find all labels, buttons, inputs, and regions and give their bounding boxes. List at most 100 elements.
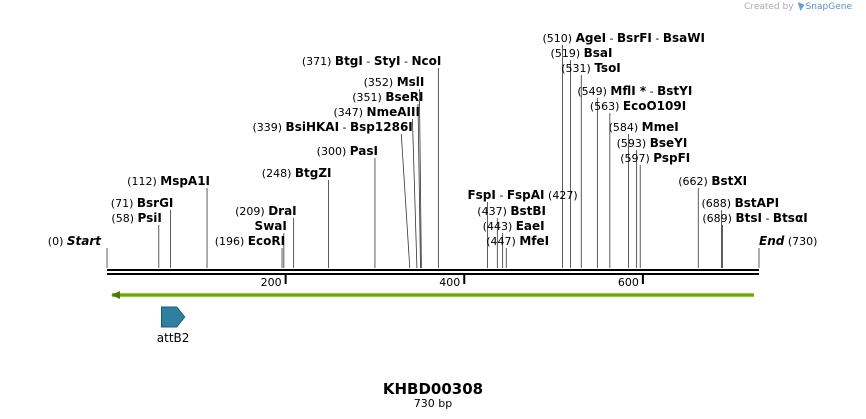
enzyme-name: FspI [467, 188, 495, 202]
credit-brand: SnapGene [805, 2, 852, 12]
cut-position: - [646, 85, 657, 98]
site-label: (347) NmeAIII [333, 105, 419, 119]
cut-position: (447) [486, 235, 519, 248]
cut-position: (531) [561, 62, 594, 75]
site-leader-line [400, 133, 411, 269]
enzyme-name: NmeAIII [367, 105, 420, 119]
enzyme-name: StyI [374, 54, 401, 68]
cut-position: (0) [48, 235, 67, 248]
enzyme-name: BsaI [584, 46, 613, 60]
site-label: (437) BstBI [477, 204, 546, 218]
enzyme-name: BseRI [385, 90, 423, 104]
enzyme-name: DraI [268, 204, 296, 218]
cut-position: (597) [620, 152, 653, 165]
cut-position: (662) [678, 175, 711, 188]
enzyme-name: MflI * [610, 84, 646, 98]
feature-label: attB2 [157, 331, 190, 345]
site-label: (584) MmeI [609, 120, 679, 134]
snapgene-credit: Created by SnapGene [744, 2, 852, 12]
enzyme-name: MspA1I [160, 174, 210, 188]
cut-position: (351) [352, 91, 385, 104]
cut-position: (58) [111, 212, 137, 225]
enzyme-name: BsaWI [663, 31, 705, 45]
site-label: (593) BseYI [617, 136, 688, 150]
site-leader-line [418, 88, 422, 269]
cut-position: (563) [590, 100, 623, 113]
site-labels: (0) Start (58) PsiI(71) BsrGI (112) MspA1I… [48, 31, 818, 248]
site-label: (688) BstAPI [701, 196, 779, 210]
cut-position: (112) [127, 175, 160, 188]
cut-position: (300) [317, 145, 350, 158]
cut-position: - [401, 55, 412, 68]
feature-track-arrowhead [111, 291, 120, 299]
cut-position: (443) [483, 220, 516, 233]
enzyme-name: Bsp1286I [350, 120, 413, 134]
cut-position: (730) [784, 235, 817, 248]
ruler: 200 400 600 [261, 275, 644, 289]
enzyme-name: PspFI [653, 151, 690, 165]
features-track: attB2 [111, 291, 754, 345]
ruler-tick-label: 200 [261, 276, 282, 289]
enzyme-name: NcoI [411, 54, 441, 68]
cut-position: - [363, 55, 374, 68]
enzyme-name: MfeI [519, 234, 549, 248]
site-label: (351) BseRI [352, 90, 423, 104]
plasmid-name: KHBD00308 [382, 380, 484, 398]
site-label: (0) Start [48, 234, 102, 248]
site-leader-line [412, 118, 418, 269]
site-label: (549) MflI * - BstYI [577, 84, 692, 98]
site-label: (352) MslI [364, 75, 425, 89]
enzyme-name: Start [67, 234, 102, 248]
enzyme-name: EaeI [516, 219, 545, 233]
enzyme-name: MmeI [642, 120, 679, 134]
site-label: (71) BsrGI [111, 196, 174, 210]
cut-position: (196) [215, 235, 248, 248]
cut-position: (352) [364, 76, 397, 89]
credit-prefix: Created by [744, 2, 794, 12]
ruler-tick-label: 600 [618, 276, 639, 289]
cut-position: (510) [543, 32, 576, 45]
enzyme-name: BstYI [657, 84, 692, 98]
cut-position: - [606, 32, 617, 45]
enzyme-name: EcoRI [248, 234, 285, 248]
enzyme-name: BtgZI [295, 166, 332, 180]
cut-position: (427) [545, 189, 578, 202]
site-label: (597) PspFI [620, 151, 690, 165]
site-label: (58) PsiI [111, 211, 161, 225]
enzyme-name: End [759, 234, 785, 248]
enzyme-name: AgeI [576, 31, 606, 45]
cut-position: - [496, 189, 507, 202]
enzyme-name: BstXI [711, 174, 747, 188]
site-label: FspI - FspAI (427) [467, 188, 577, 202]
site-label: (339) BsiHKAI - Bsp1286I [252, 120, 412, 134]
enzyme-name: BtsI [735, 211, 762, 225]
site-label: (371) BtgI - StyI - NcoI [302, 54, 441, 68]
cut-position: (347) [333, 106, 366, 119]
enzyme-name: BsrFI [617, 31, 652, 45]
site-label: (662) BstXI [678, 174, 747, 188]
site-label: (510) AgeI - BsrFI - BsaWI [543, 31, 705, 45]
cut-position: - [762, 212, 773, 225]
site-label: (689) BtsI - BtsαI [702, 211, 807, 225]
enzyme-name: BstAPI [735, 196, 780, 210]
enzyme-name: TsoI [594, 61, 620, 75]
dna-backbone [107, 269, 759, 275]
site-label: (519) BsaI [551, 46, 613, 60]
cut-position: (689) [702, 212, 735, 225]
cut-position: (549) [577, 85, 610, 98]
enzyme-name: BtsαI [773, 211, 808, 225]
cut-position: - [339, 121, 350, 134]
site-label: SwaI [255, 219, 287, 233]
site-leader-line [417, 103, 421, 269]
enzyme-name: BseYI [650, 136, 688, 150]
cut-position: - [652, 32, 663, 45]
cut-position: (339) [252, 121, 285, 134]
site-label: (447) MfeI [486, 234, 549, 248]
site-label: (563) EcoO109I [590, 99, 686, 113]
cut-position: (71) [111, 197, 137, 210]
enzyme-name: MslI [397, 75, 425, 89]
cut-position: (209) [235, 205, 268, 218]
ruler-tick-label: 400 [439, 276, 460, 289]
enzyme-name: PasI [350, 144, 378, 158]
enzyme-name: BsrGI [137, 196, 174, 210]
